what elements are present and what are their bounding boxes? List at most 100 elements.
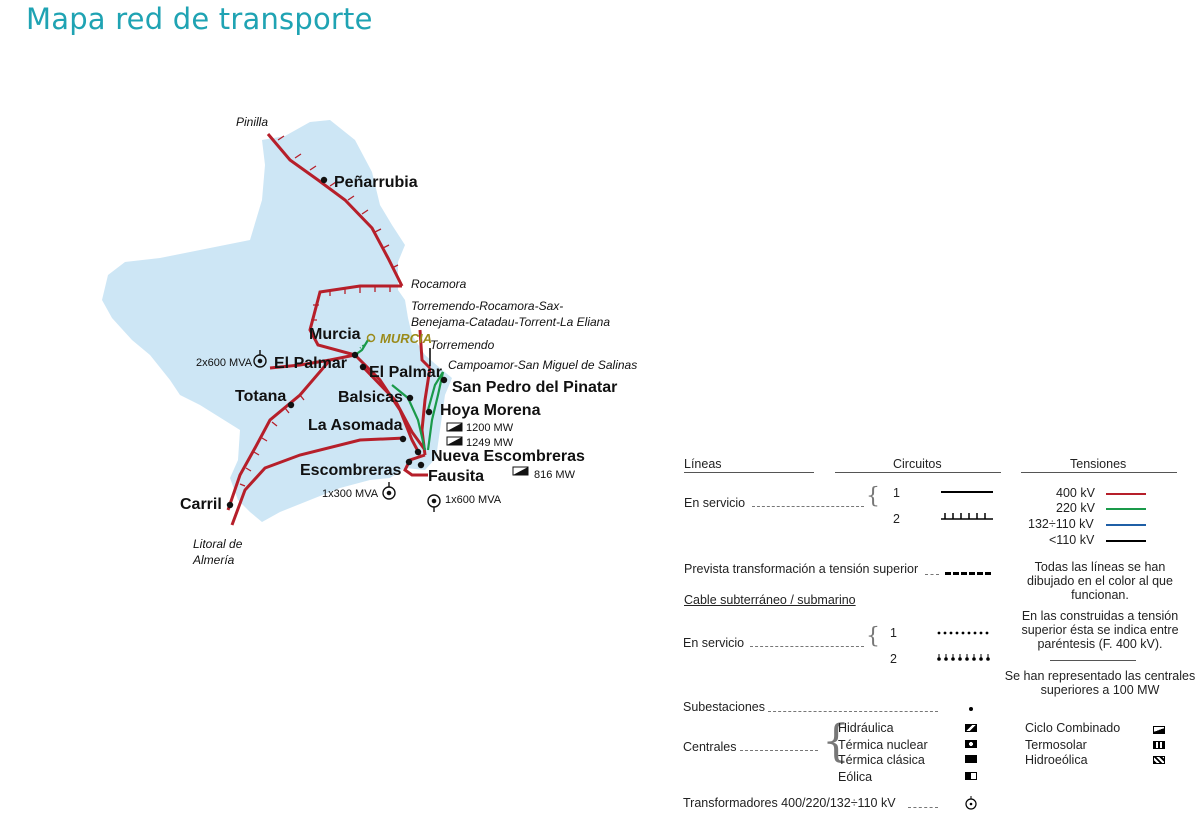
legend-en-servicio: En servicio: [684, 496, 746, 510]
brace: {: [866, 484, 880, 509]
label-campoamor: Campoamor-San Miguel de Salinas: [448, 358, 637, 372]
sub-penarrubia: [320, 176, 328, 184]
brace: {: [866, 624, 880, 649]
prevista-line: [945, 572, 991, 575]
transformer-icon: [382, 482, 396, 500]
swatch-220kv: [1106, 508, 1146, 510]
line-rocamora-murcia: [308, 284, 402, 357]
sub-elpalmar: [359, 363, 367, 371]
legend-cable: Cable subterráneo / submarino: [684, 593, 856, 607]
ticks-north: [277, 135, 399, 269]
legend-circ-2: 2: [893, 512, 900, 526]
label-penarrubia: Peñarrubia: [334, 174, 418, 191]
label-torremendo-route-1: Torremendo-Rocamora-Sax-: [411, 299, 563, 313]
line-escombreras-carril: [230, 436, 406, 526]
transformer-icon: [965, 796, 977, 810]
swatch-400kv: [1106, 493, 1146, 495]
label-pinilla: Pinilla: [236, 115, 268, 129]
combined-cycle-icon: [1153, 726, 1165, 734]
legend-note-1: Todas las líneas se han dibujado en el c…: [1027, 560, 1173, 602]
cable-symbols: [937, 631, 990, 661]
sub-fausita: [417, 461, 425, 469]
brace: {: [822, 716, 850, 767]
leader-dots: [925, 574, 939, 575]
legend-note-2: En las construidas a tensión superior és…: [1021, 609, 1179, 651]
legend-circ-1: 1: [893, 486, 900, 500]
label-litoral-2: Almería: [192, 553, 235, 567]
label-murcia-sub: MURCIA: [380, 331, 432, 346]
ticks-rocamora: [311, 286, 391, 321]
label-el-palmar-1: El Palmar: [274, 355, 347, 372]
line-green-balsicas: [391, 384, 427, 451]
legend-circuitos-header: Circuitos: [893, 457, 942, 471]
line-pinilla-rocamora: [266, 133, 404, 287]
label-escombreras: Escombreras: [300, 462, 401, 479]
legend-hidroeolica: Hidroeólica: [1025, 753, 1088, 767]
sub-murcia-gold: [366, 333, 376, 343]
label-hoya-morena: Hoya Morena: [440, 402, 541, 419]
wind-icon: [965, 772, 977, 780]
hydro-wind-icon: [1153, 756, 1165, 764]
divider: [835, 472, 1001, 473]
plant-symbols: [446, 422, 529, 476]
label-torremendo-route-2: Benejama-Catadau-Torrent-La Eliana: [411, 315, 610, 329]
divider: [1021, 472, 1177, 473]
line-elpalmar-south: [361, 365, 427, 451]
single-circuit-line: [941, 491, 993, 493]
sub-nueva: [414, 448, 422, 456]
label-1x600: 1x600 MVA: [445, 494, 502, 506]
nuclear-icon: [965, 740, 977, 748]
legend-en-servicio-2: En servicio: [683, 636, 745, 650]
solar-thermal-icon: [1153, 741, 1165, 749]
legend-subestaciones: Subestaciones: [683, 700, 766, 714]
legend-termica-clasica: Térmica clásica: [838, 753, 925, 767]
substations: [226, 176, 448, 509]
legend-prevista: Prevista transformación a tensión superi…: [684, 562, 919, 576]
leader-dots: [752, 506, 864, 507]
label-rocamora: Rocamora: [411, 277, 467, 291]
combined-cycle-icon: [512, 466, 529, 476]
leader-dots: [768, 711, 938, 712]
hydro-icon: [965, 724, 977, 732]
label-816mw: 816 MW: [534, 469, 576, 481]
legend-lineas-header: Líneas: [684, 457, 722, 471]
swatch-132kv: [1106, 524, 1146, 526]
line-green-hoya: [426, 371, 444, 411]
legend-ciclo: Ciclo Combinado: [1025, 721, 1121, 735]
line-murcia-elpalmar: [269, 353, 356, 370]
label-el-palmar-2: El Palmar: [369, 364, 442, 381]
transformer-icon: [427, 494, 441, 512]
substation-icon: [969, 707, 973, 711]
line-torremendo: [418, 329, 432, 370]
sub-balsicas: [406, 394, 414, 402]
sub-totana: [287, 401, 295, 409]
page-title: Mapa red de transporte: [26, 2, 373, 36]
label-1249mw: 1249 MW: [466, 437, 514, 449]
line-palmar-totana-carril: [226, 359, 332, 511]
leader-dots: [740, 750, 818, 751]
transformer-icon: [253, 350, 267, 368]
label-2x600: 2x600 MVA: [196, 357, 253, 369]
transformers: [253, 350, 441, 512]
label-1200mw: 1200 MW: [466, 422, 514, 434]
legend-hidraulica: Hidráulica: [838, 721, 894, 735]
label-litoral-1: Litoral de: [193, 537, 243, 551]
legend-termica-nuclear: Térmica nuclear: [838, 738, 928, 752]
sub-asomada: [399, 435, 407, 443]
combined-cycle-icon: [446, 436, 463, 446]
line-escombreras-loop: [403, 453, 428, 477]
label-carril: Carril: [180, 496, 222, 513]
legend-circ-1b: 1: [890, 626, 897, 640]
legend-circ-2b: 2: [890, 652, 897, 666]
label-murcia: Murcia: [309, 326, 361, 343]
label-la-asomada: La Asomada: [308, 417, 403, 434]
divider: [684, 472, 814, 473]
ticks-southwest: [239, 394, 305, 487]
legend-220kv: 220 kV: [1056, 501, 1095, 515]
legend-400kv: 400 kV: [1056, 486, 1095, 500]
label-nueva-escombreras: Nueva Escombreras: [431, 448, 585, 465]
double-circuit-line: [941, 513, 993, 520]
label-san-pedro: San Pedro del Pinatar: [452, 379, 617, 396]
divider: [1050, 660, 1136, 661]
swatch-110kv: [1106, 540, 1146, 542]
